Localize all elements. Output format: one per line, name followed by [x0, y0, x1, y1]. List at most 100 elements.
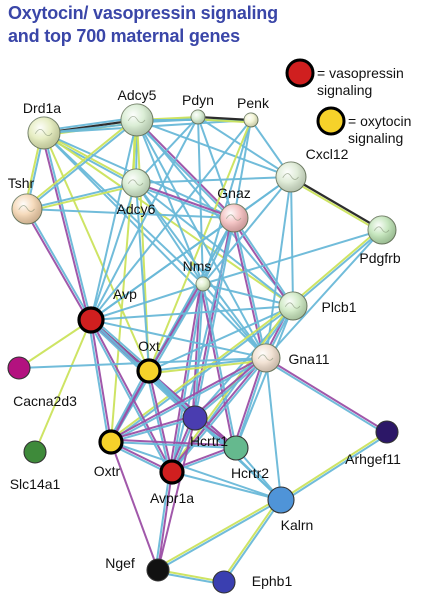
edge-Pdyn-Adcy6: [135, 116, 199, 184]
node-Gnaz[interactable]: [219, 203, 249, 233]
node-circle-Oxt[interactable]: [136, 358, 162, 384]
edge-Avpr1a-Kalrn: [171, 471, 282, 501]
node-Cacna2d3[interactable]: [7, 356, 31, 380]
node-label-Arhgef11: Arhgef11: [345, 451, 401, 467]
node-circle-Oxtr[interactable]: [98, 429, 124, 455]
node-shine-Drd1a: [28, 117, 60, 149]
edge-Gnaz-Hcrtr1: [194, 217, 235, 419]
node-Arhgef11[interactable]: [375, 420, 399, 444]
node-Penk[interactable]: [243, 112, 259, 128]
edge-Kalrn-Arhgef11: [280, 431, 388, 501]
node-label-Hcrtr1: Hcrtr1: [190, 433, 228, 449]
node-circle-Cacna2d3[interactable]: [7, 356, 31, 380]
edge-Pdyn-Nms: [197, 116, 204, 285]
node-shine-Cxcl12: [276, 162, 306, 192]
node-Slc14a1[interactable]: [23, 440, 47, 464]
node-Avpr1a[interactable]: [159, 459, 185, 485]
edge-Tshr-Gnaz: [26, 208, 235, 219]
node-Cxcl12[interactable]: [275, 161, 307, 193]
edge-Adcy6-Plcb1: [135, 182, 294, 307]
node-Avp[interactable]: [77, 306, 105, 334]
edge-Nms-Plcb1: [202, 283, 294, 307]
legend-vasopressin-text-2: signaling: [317, 82, 372, 98]
legend-oxytocin-text-2: signaling: [348, 130, 403, 146]
node-Ngef[interactable]: [146, 558, 170, 582]
edge-Gna11-Arhgef11: [264, 359, 387, 435]
node-Kalrn[interactable]: [267, 486, 295, 514]
node-circle-Hcrtr1[interactable]: [182, 405, 208, 431]
edge-Drd1a-Avp: [43, 132, 92, 321]
node-Hcrtr2[interactable]: [223, 435, 249, 461]
edge-Plcb1-Hcrtr2: [235, 305, 294, 449]
edge-Pdyn-Avp: [90, 116, 199, 321]
node-circle-Arhgef11[interactable]: [375, 420, 399, 444]
edge-Oxt-Avpr1a: [145, 371, 171, 473]
node-Plcb1[interactable]: [278, 291, 308, 321]
edge-Tshr-Adcy6: [27, 184, 137, 213]
edge-Gna11-Hcrtr2: [232, 356, 265, 448]
edge-Drd1a-Avp: [40, 133, 90, 321]
node-label-Drd1a: Drd1a: [23, 100, 61, 116]
edge-Kalrn-Ephb1: [223, 499, 282, 583]
edge-Avpr1a-Ngef: [154, 471, 171, 570]
node-shine-Adcy5: [121, 104, 153, 136]
legend: = vasopressin signaling = oxytocin signa…: [285, 58, 411, 146]
edge-Cxcl12-Nms: [202, 176, 292, 285]
edge-Adcy6-Nms: [135, 182, 204, 285]
edge-Adcy6-Oxt: [135, 182, 150, 372]
node-circle-Avp[interactable]: [77, 306, 105, 334]
edge-Hcrtr2-Oxtr: [110, 441, 237, 449]
node-shine-Tshr: [12, 194, 42, 224]
edge-Avp-Oxtr: [87, 320, 110, 443]
node-circle-Kalrn[interactable]: [267, 486, 295, 514]
edge-Gna11-Oxtr: [110, 357, 267, 443]
edge-Avp-Avpr1a: [88, 320, 171, 474]
node-Nms[interactable]: [195, 276, 211, 292]
edge-Kalrn-Arhgef11: [281, 433, 389, 503]
edge-Penk-Gnaz: [233, 119, 252, 219]
node-Drd1a[interactable]: [27, 116, 61, 150]
node-Tshr[interactable]: [11, 193, 43, 225]
node-Adcy6[interactable]: [121, 168, 151, 198]
node-structure-Pdgfrb: [373, 226, 390, 233]
figure-title-line-1: Oxytocin/ vasopressin signaling: [8, 3, 278, 23]
node-Adcy5[interactable]: [120, 103, 154, 137]
node-label-Penk: Penk: [237, 95, 270, 111]
node-structure-Cxcl12: [282, 173, 299, 180]
node-structure-Adcy6: [127, 179, 144, 186]
node-circle-Slc14a1[interactable]: [23, 440, 47, 464]
node-Oxt[interactable]: [136, 358, 162, 384]
edge-Penk-Avp: [90, 119, 252, 321]
node-label-Cxcl12: Cxcl12: [306, 146, 349, 162]
edge-Pdgfrb-Plcb1: [292, 229, 383, 307]
edge-Adcy6-Gnaz: [134, 184, 234, 222]
legend-oxytocin-marker: [316, 106, 346, 136]
edge-Cxcl12-Pdgfrb: [290, 176, 383, 231]
edge-Penk-Oxt: [148, 119, 252, 372]
legend-vasopressin-marker: [285, 58, 315, 88]
node-Hcrtr1[interactable]: [182, 405, 208, 431]
node-circle-Avpr1a[interactable]: [159, 459, 185, 485]
edge-Gnaz-Plcb1: [233, 217, 294, 307]
edge-Cxcl12-Avp: [90, 176, 292, 321]
edge-Hcrtr1-Oxtr: [110, 417, 196, 443]
node-Gna11[interactable]: [251, 343, 281, 373]
node-structure-Drd1a: [34, 129, 53, 136]
edge-Hcrtr1-Ngef: [157, 417, 196, 571]
node-Pdgfrb[interactable]: [367, 215, 397, 245]
node-label-Avp: Avp: [113, 286, 137, 302]
node-Oxtr[interactable]: [98, 429, 124, 455]
edge-Nms-Avpr1a: [168, 283, 202, 472]
edge-Gna11-Avpr1a: [169, 355, 265, 472]
edge-Nms-Avpr1a: [171, 283, 204, 473]
node-Ephb1[interactable]: [212, 570, 236, 594]
edge-Nms-Gna11: [202, 283, 267, 359]
node-circle-Ngef[interactable]: [146, 558, 170, 582]
edge-Tshr-Adcy6: [26, 182, 137, 210]
figure-title-line-2: and top 700 maternal genes: [8, 26, 240, 46]
edge-Hcrtr1-Oxtr: [110, 414, 195, 441]
node-circle-Hcrtr2[interactable]: [223, 435, 249, 461]
node-Pdyn[interactable]: [190, 109, 206, 125]
node-circle-Ephb1[interactable]: [212, 570, 236, 594]
